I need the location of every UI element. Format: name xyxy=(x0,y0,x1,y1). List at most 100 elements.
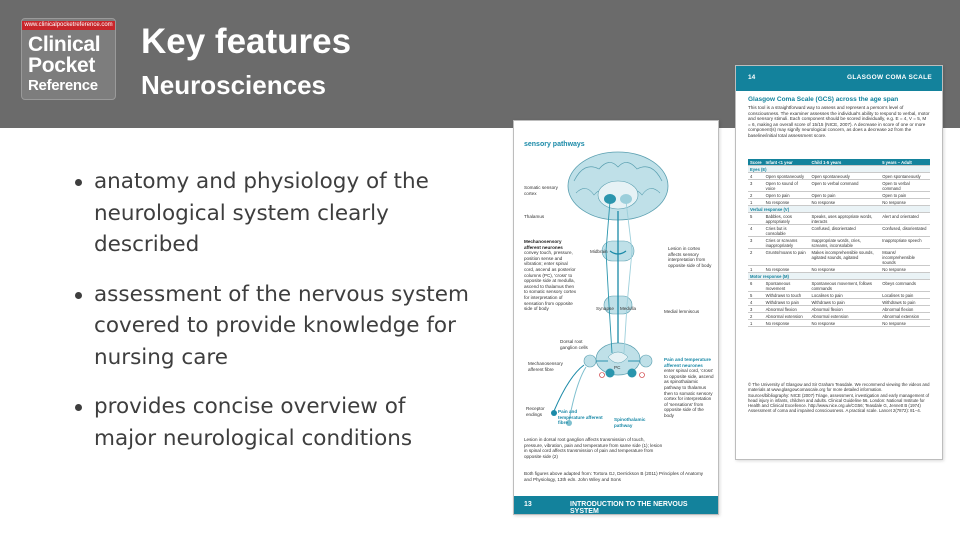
table-cell: 3 xyxy=(748,236,764,249)
table-cell: Alert and orientated xyxy=(880,212,930,225)
table-cell: Open spontaneously xyxy=(763,172,810,180)
sensory-page-number: 13 xyxy=(524,501,532,508)
table-cell: No response xyxy=(763,265,810,273)
table-cell: Cries but is consolable xyxy=(763,224,810,237)
table-cell: Moans/ incomprehensible sounds xyxy=(880,248,930,266)
table-cell: 3 xyxy=(748,179,764,192)
table-cell: Speaks, uses appropriate words, interact… xyxy=(809,212,881,225)
adapted-note: Both figures above adapted from: Tortora… xyxy=(524,471,704,482)
label-thalamus: Thalamus xyxy=(524,214,545,219)
gcs-section-row: Motor response (M) xyxy=(748,272,930,280)
sensory-page-footer-text: INTRODUCTION TO THE NERVOUS SYSTEM xyxy=(570,501,688,515)
lesion-note: Lesion in dorsal root ganglion affects t… xyxy=(524,437,663,459)
table-cell: Inappropriate speech xyxy=(880,236,930,249)
pain-text: enter spinal cord, 'cross' to opposite s… xyxy=(664,368,714,418)
table-cell: Open to pain xyxy=(880,191,930,199)
table-cell: Grunts/moans to pain xyxy=(763,248,810,266)
table-cell: Open to pain xyxy=(809,191,881,199)
label-pc: PC xyxy=(614,365,621,370)
label-mechano-fibre: Mechanosensory afferent fibre xyxy=(528,361,563,372)
table-cell: Abnormal flexion xyxy=(763,305,810,313)
label-medulla: Medulla xyxy=(620,306,637,311)
slide-title: Key features xyxy=(141,22,352,61)
table-cell: No response xyxy=(880,198,930,206)
table-cell: No response xyxy=(880,265,930,273)
gcs-section-row: Eyes (E) xyxy=(748,165,930,173)
slide-subtitle: Neurosciences xyxy=(141,70,326,100)
label-medial-lemniscus: Medial lemniscus xyxy=(664,309,700,314)
table-cell: 4 xyxy=(748,298,764,306)
table-cell: 5 xyxy=(748,212,764,225)
gcs-column-header: Score xyxy=(748,159,764,166)
gcs-intro: This tool is a straightforward way to as… xyxy=(748,105,930,138)
table-cell: 5 xyxy=(748,291,764,299)
table-cell: Spontaneous movement, follows commands xyxy=(809,279,881,292)
sensory-page-title: sensory pathways xyxy=(524,141,585,148)
table-cell: 2 xyxy=(748,248,764,266)
table-cell: Abnormal flexion xyxy=(809,305,881,313)
logo-word-pocket: Pocket xyxy=(28,54,96,77)
label-lesion-cortex: Lesion in cortex affects sensory interpr… xyxy=(668,246,712,268)
table-cell: No response xyxy=(880,319,930,327)
pain-heading: Pain and temperature afferent neurones xyxy=(664,357,711,368)
table-cell: Abnormal extension xyxy=(763,312,810,320)
feature-item: assessment of the nervous system covered… xyxy=(72,279,472,374)
label-pain-fibre: Pain and temperature afferent fibre xyxy=(558,409,603,426)
table-cell: 2 xyxy=(748,191,764,199)
table-cell: Spontaneous movement xyxy=(763,279,810,292)
table-cell: No response xyxy=(809,265,881,273)
header-band: www.clinicalpocketreference.com Clinical… xyxy=(0,0,960,128)
gcs-column-header: Child 1-5 years xyxy=(809,159,881,166)
table-cell: 3 xyxy=(748,305,764,313)
table-cell: Open to verbal command xyxy=(809,179,881,192)
table-cell: No response xyxy=(809,198,881,206)
table-cell: Babbles, coos appropriately xyxy=(763,212,810,225)
gcs-sources: Sources/bibliography: NICE (2007) Triage… xyxy=(748,392,930,414)
gcs-column-header: 5 years – Adult xyxy=(880,159,930,166)
table-cell: No response xyxy=(763,198,810,206)
table-cell: Open to pain xyxy=(763,191,810,199)
table-cell: Open spontaneously xyxy=(880,172,930,180)
mechano-heading: Mechanosensory afferent neurones xyxy=(524,239,563,250)
table-cell: Abnormal extension xyxy=(880,312,930,320)
sensory-page-footer: 13 INTRODUCTION TO THE NERVOUS SYSTEM xyxy=(514,496,718,515)
table-cell: Withdraws to pain xyxy=(809,298,881,306)
feature-item: anatomy and physiology of the neurologic… xyxy=(72,166,472,261)
gcs-section-label: Motor response (M) xyxy=(748,272,930,280)
table-cell: Localises to pain xyxy=(880,291,930,299)
table-cell: Withdraws to pain xyxy=(763,298,810,306)
gcs-title: Glasgow Coma Scale (GCS) across the age … xyxy=(748,96,899,103)
gcs-page-header-text: GLASGOW COMA SCALE xyxy=(847,74,932,81)
sensory-pathways-page: sensory pathways Som xyxy=(513,120,719,515)
table-cell: Abnormal flexion xyxy=(880,305,930,313)
brand-logo: www.clinicalpocketreference.com Clinical… xyxy=(21,18,116,100)
label-mechano-neurones: Mechanosensory afferent neurones convey … xyxy=(524,239,578,312)
table-cell: Abnormal extension xyxy=(809,312,881,320)
table-cell: No response xyxy=(763,319,810,327)
table-cell: Withdraws to touch xyxy=(763,291,810,299)
label-somatic-cortex: Somatic sensory cortex xyxy=(524,185,558,196)
table-cell: Open spontaneously xyxy=(809,172,881,180)
table-cell: Localises to pain xyxy=(809,291,881,299)
table-cell: Cries or screams inappropriately xyxy=(763,236,810,249)
mechano-text: convey touch, pressure, position sense a… xyxy=(524,250,577,312)
logo-word-reference: Reference xyxy=(28,77,98,94)
label-receptor: Receptor endings xyxy=(526,406,545,417)
table-cell: Open to sound of voice xyxy=(763,179,810,192)
gcs-page-header: 14 GLASGOW COMA SCALE xyxy=(736,66,942,91)
